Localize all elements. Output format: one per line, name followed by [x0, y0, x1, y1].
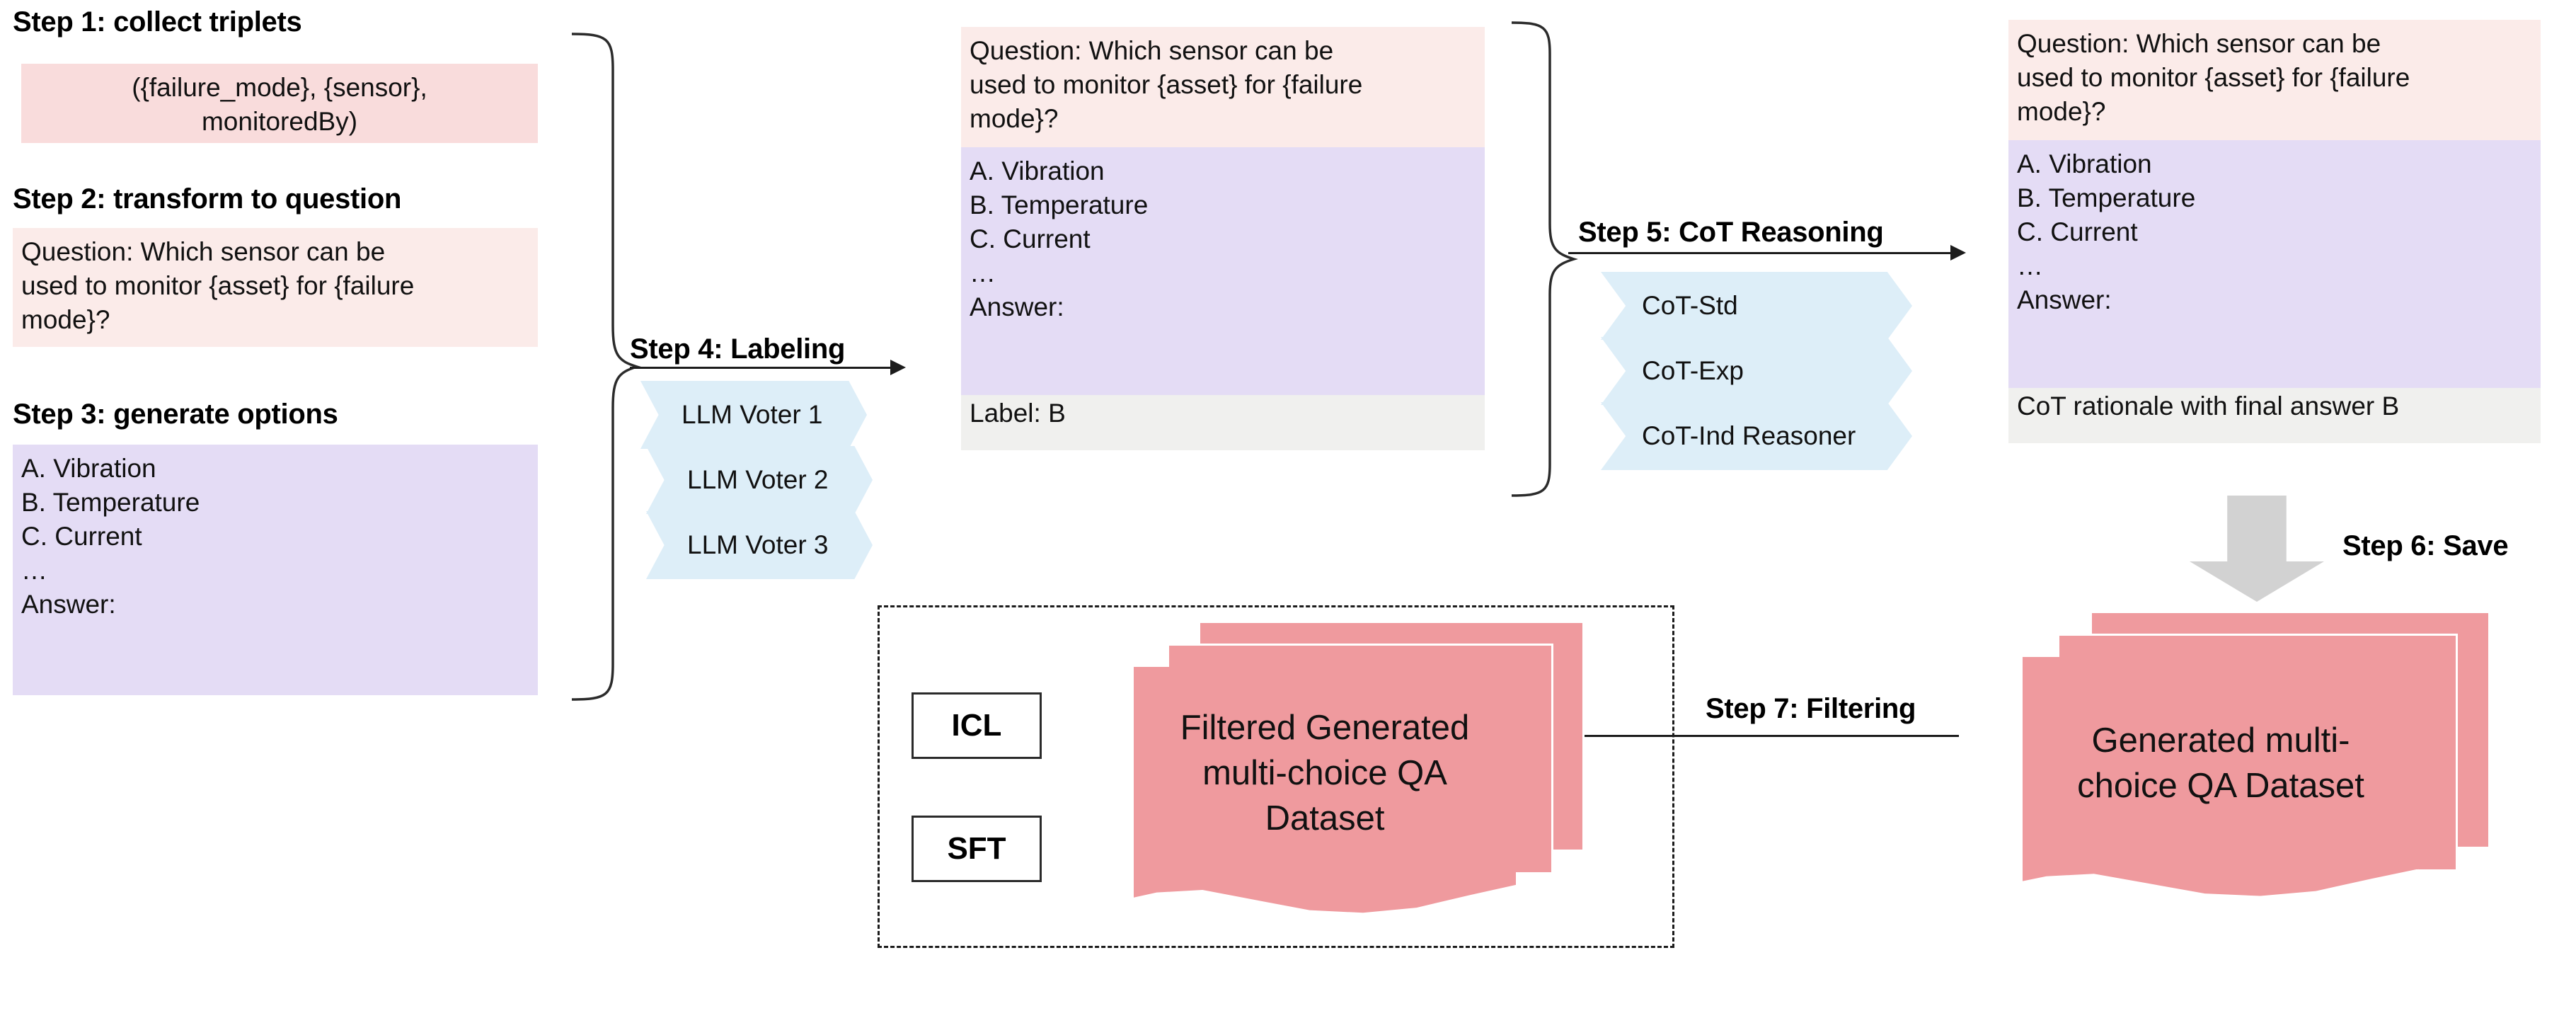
sft-label: SFT: [947, 831, 1006, 866]
cot-rationale-box: CoT rationale with final answer B: [2008, 388, 2541, 443]
llm-voter-2[interactable]: LLM Voter 2: [646, 446, 873, 514]
triplet-line-2: monitoredBy): [201, 107, 358, 136]
filtered-dataset-line-2: multi-choice QA: [1202, 754, 1447, 792]
option-right-b: B. Temperature: [2017, 183, 2196, 212]
option-a: A. Vibration: [21, 454, 156, 483]
generated-dataset-line-2: choice QA Dataset: [2077, 767, 2364, 805]
cot-std-label: CoT-Std: [1642, 291, 1738, 320]
question-mid-line-1: Question: Which sensor can be: [970, 36, 1334, 65]
question-mid-line-3: mode}?: [970, 104, 1059, 133]
answer-prompt: Answer:: [21, 590, 116, 619]
llm-voter-1-label: LLM Voter 1: [682, 400, 823, 429]
question-box-left: Question: Which sensor can be used to mo…: [13, 228, 538, 347]
filtered-dataset-stack: Filtered Generated multi-choice QA Datas…: [1104, 623, 1670, 920]
label-value: Label: B: [970, 399, 1066, 428]
filtered-dataset-line-3: Dataset: [1265, 799, 1385, 838]
icl-box[interactable]: ICL: [912, 692, 1042, 759]
cot-rationale-text: CoT rationale with final answer B: [2017, 392, 2400, 421]
step-5-title: Step 5: CoT Reasoning: [1578, 217, 1884, 248]
option-b: B. Temperature: [21, 488, 200, 517]
cot-exp[interactable]: CoT-Exp: [1601, 337, 1912, 405]
llm-voter-3[interactable]: LLM Voter 3: [646, 511, 873, 579]
step-5-arrow-head: [1950, 245, 1966, 261]
question-line-1: Question: Which sensor can be: [21, 237, 386, 266]
question-line-2: used to monitor {asset} for {failure: [21, 271, 415, 300]
filtered-dataset-line-1: Filtered Generated: [1180, 709, 1470, 747]
sft-box[interactable]: SFT: [912, 816, 1042, 882]
option-right-c: C. Current: [2017, 217, 2138, 246]
option-right-a: A. Vibration: [2017, 149, 2152, 178]
cot-ind-reasoner-label: CoT-Ind Reasoner: [1642, 421, 1856, 450]
question-right-line-1: Question: Which sensor can be: [2017, 29, 2381, 58]
question-right-line-2: used to monitor {asset} for {failure: [2017, 63, 2410, 92]
question-mid-line-2: used to monitor {asset} for {failure: [970, 70, 1363, 99]
step-1-title: Step 1: collect triplets: [13, 6, 302, 38]
cot-std[interactable]: CoT-Std: [1601, 272, 1912, 340]
option-mid-a: A. Vibration: [970, 156, 1105, 185]
options-box-mid: A. Vibration B. Temperature C. Current ……: [961, 147, 1485, 395]
option-mid-b: B. Temperature: [970, 190, 1149, 219]
options-box-left: A. Vibration B. Temperature C. Current ……: [13, 445, 538, 695]
downstream-usage-container: [878, 605, 1674, 948]
label-box-mid: Label: B: [961, 395, 1485, 450]
option-right-ellipsis: …: [2017, 251, 2043, 280]
step-4-arrow-head: [890, 360, 906, 375]
generated-dataset-label: Generated multi- choice QA Dataset: [2023, 657, 2419, 869]
step-4-title: Step 4: Labeling: [630, 333, 846, 365]
step-6-title: Step 6: Save: [2342, 530, 2509, 561]
mid-group-brace: [1511, 21, 1578, 497]
step-7-arrow-line: [1301, 735, 1959, 737]
step-2-title: Step 2: transform to question: [13, 183, 402, 215]
icl-label: ICL: [951, 708, 1002, 743]
filtered-dataset-sheet-front[interactable]: Filtered Generated multi-choice QA Datas…: [1134, 667, 1516, 913]
step-5-arrow-line: [1568, 252, 1953, 254]
options-box-right: A. Vibration B. Temperature C. Current ……: [2008, 140, 2541, 388]
answer-right-prompt: Answer:: [2017, 285, 2112, 314]
generated-dataset-stack: Generated multi- choice QA Dataset: [1989, 613, 2526, 903]
answer-mid-prompt: Answer:: [970, 292, 1064, 321]
cot-methods-group: CoT-Std CoT-Exp CoT-Ind Reasoner: [1601, 272, 1926, 470]
llm-voters-group: LLM Voter 1 LLM Voter 2 LLM Voter 3: [640, 381, 874, 579]
triplet-box: ({failure_mode}, {sensor}, monitoredBy): [21, 64, 538, 143]
option-mid-c: C. Current: [970, 224, 1091, 253]
llm-voter-2-label: LLM Voter 2: [687, 465, 829, 494]
step-4-arrow-line: [630, 367, 893, 369]
step-3-title: Step 3: generate options: [13, 399, 338, 430]
option-c: C. Current: [21, 522, 142, 551]
triplet-line-1: ({failure_mode}, {sensor},: [132, 73, 427, 102]
question-line-3: mode}?: [21, 305, 110, 334]
labeled-qa-card: Question: Which sensor can be used to mo…: [961, 27, 1485, 450]
llm-voter-3-label: LLM Voter 3: [687, 530, 829, 559]
filtered-dataset-label: Filtered Generated multi-choice QA Datas…: [1134, 667, 1516, 879]
step-6-block-arrow: [2190, 496, 2324, 602]
option-mid-ellipsis: …: [970, 258, 996, 287]
llm-voter-1[interactable]: LLM Voter 1: [640, 381, 867, 449]
generated-dataset-line-1: Generated multi-: [2091, 721, 2350, 760]
generated-dataset-sheet-front[interactable]: Generated multi- choice QA Dataset: [2023, 657, 2419, 896]
cot-ind-reasoner[interactable]: CoT-Ind Reasoner: [1601, 402, 1912, 470]
question-box-mid: Question: Which sensor can be used to mo…: [961, 27, 1485, 147]
step-7-title: Step 7: Filtering: [1706, 693, 1916, 724]
cot-qa-card: Question: Which sensor can be used to mo…: [2008, 20, 2541, 443]
option-ellipsis: …: [21, 556, 47, 585]
cot-exp-label: CoT-Exp: [1642, 356, 1744, 385]
question-box-right: Question: Which sensor can be used to mo…: [2008, 20, 2541, 140]
question-right-line-3: mode}?: [2017, 97, 2106, 126]
